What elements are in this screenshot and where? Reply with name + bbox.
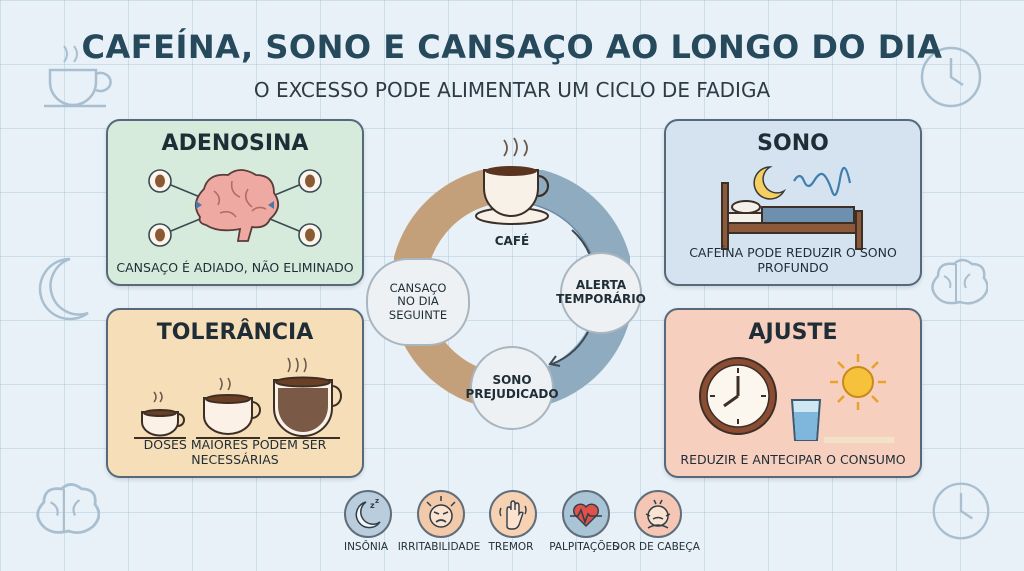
clock-water-sun-icon — [699, 354, 894, 443]
brain-deco-icon-bottom — [36, 483, 100, 534]
card-title: SONO — [757, 131, 829, 156]
cycle-label-cansaco-line2: NO DIA SEGUINTE — [388, 294, 448, 322]
card-ajuste: AJUSTE REDUZIR E ANTECIPAR O CONSUMO — [664, 308, 922, 478]
cycle-label-sono-line2: PREJUDICADO — [465, 387, 559, 401]
bed-moon-icon — [721, 166, 863, 250]
page-title: CAFEÍNA, SONO E CANSAÇO AO LONGO DO DIA — [81, 28, 943, 66]
card-adenosina: ADENOSINA CANSAÇO É ADIADO, NÃO ELIMINAD… — [106, 119, 364, 286]
card-title: ADENOSINA — [161, 131, 309, 156]
brain-adenosine-icon — [148, 169, 322, 247]
cycle-label-cafe: CAFÉ — [494, 234, 530, 248]
cycle-label-sono-line1: SONO — [492, 373, 532, 388]
coffee-cup-deco-icon — [44, 45, 112, 108]
moon-zzz-icon: z z — [355, 497, 381, 529]
brain-deco-icon — [931, 258, 988, 305]
card-title: TOLERÂNCIA — [156, 320, 314, 345]
symptom-tremor-icon-circle — [489, 490, 537, 538]
card-tolerancia: TOLERÂNCIA DOSES — [106, 308, 364, 478]
cycle-label-cansaco-line1: CANSAÇO — [389, 281, 447, 296]
symptom-insonia-icon-circle: z z — [344, 490, 392, 538]
cycle-label-alerta-line2: TEMPORÁRIO — [556, 292, 646, 306]
coffee-cup-icon — [475, 137, 550, 225]
card-caption: CAFEÍNA PODE REDUZIR O SONO PROFUNDO — [689, 245, 897, 275]
symptom-label-dor-de-cabeca: DOR DE CABEÇA — [612, 541, 700, 553]
symptom-palpitacoes-icon-circle — [562, 490, 610, 538]
headache-icon — [645, 499, 671, 529]
card-caption: REDUZIR E ANTECIPAR O CONSUMO — [680, 452, 906, 467]
symptom-label-irritabilidade: IRRITABILIDADE — [397, 541, 481, 553]
svg-text:z: z — [375, 497, 379, 505]
angry-face-icon — [426, 496, 456, 528]
symptom-label-palpitacoes: PALPITAÇÕES — [549, 541, 619, 553]
moon-deco-icon — [38, 257, 89, 321]
card-title: AJUSTE — [748, 320, 838, 345]
clock-deco-icon-bottom — [932, 482, 990, 540]
svg-text:z: z — [370, 501, 375, 510]
heartbeat-icon — [570, 503, 602, 527]
symptom-label-tremor: TREMOR — [488, 541, 534, 553]
symptom-irritabilidade-icon-circle — [417, 490, 465, 538]
symptom-label-insonia: INSÔNIA — [343, 541, 388, 553]
card-caption: DOSES MAIORES PODEM SER NECESSÁRIAS — [143, 437, 327, 467]
increasing-coffee-cups-icon — [134, 357, 342, 439]
shaking-hand-icon — [499, 500, 527, 530]
cycle-label-alerta-line1: ALERTA — [575, 278, 627, 293]
card-sono: SONO CAFEÍNA PODE REDUZIR O SONO PROFUND… — [664, 119, 922, 286]
card-caption: CANSAÇO É ADIADO, NÃO ELIMINADO — [116, 260, 354, 275]
page-subtitle: O EXCESSO PODE ALIMENTAR UM CICLO DE FAD… — [253, 78, 771, 102]
clock-deco-icon — [920, 46, 982, 108]
symptom-dor-de-cabeca-icon-circle — [634, 490, 682, 538]
